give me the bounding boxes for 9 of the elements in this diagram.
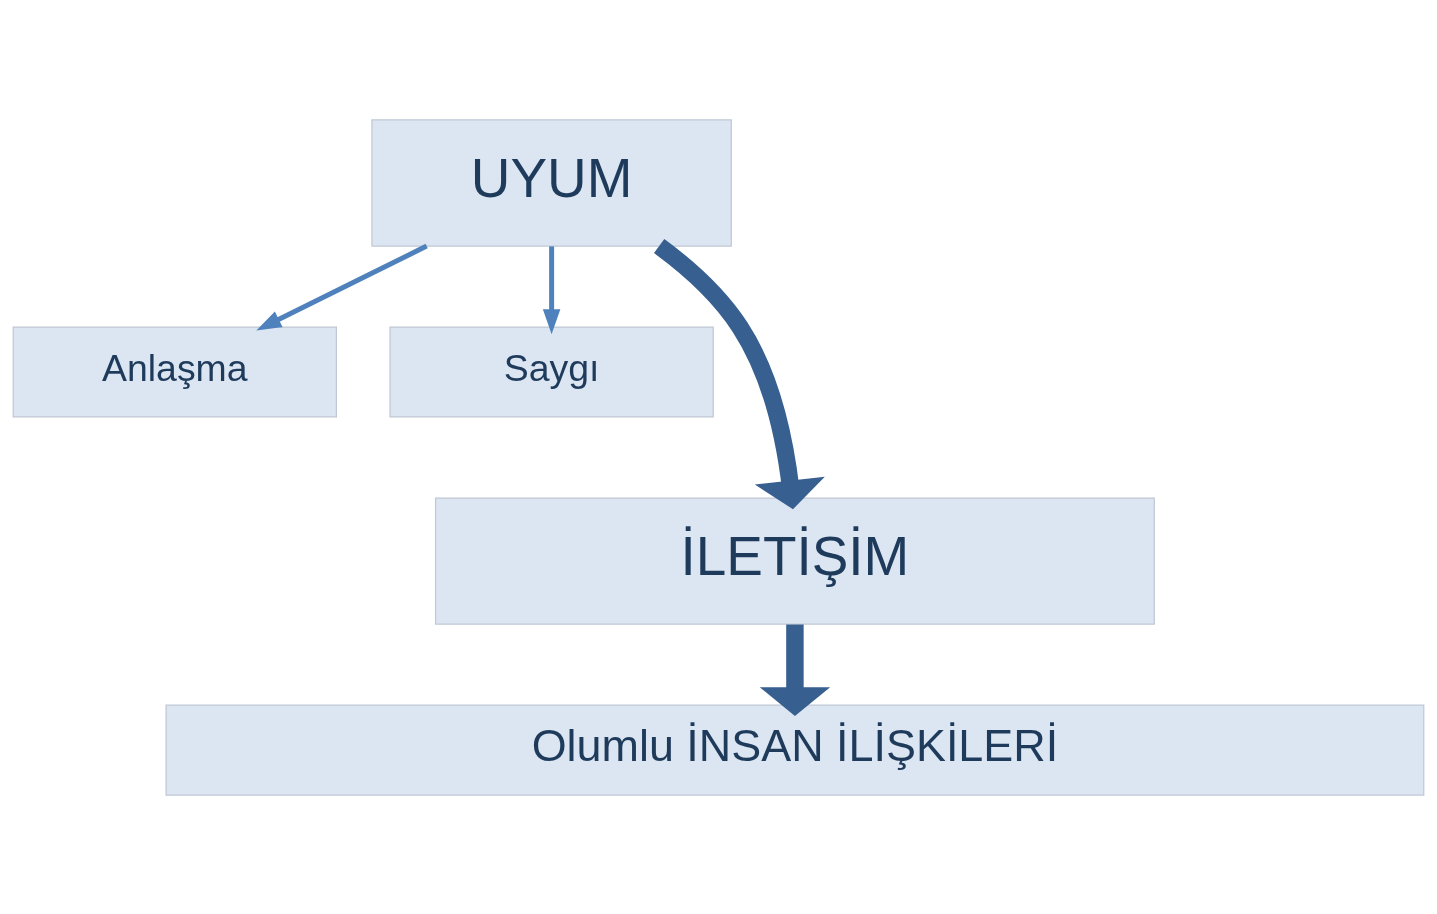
node-box: UYUM <box>371 118 732 247</box>
node-box: Anlaşma <box>12 326 337 418</box>
node-box: İLETİŞİM <box>434 496 1155 625</box>
node-box: Olumlu İNSAN İLİŞKİLERİ <box>165 704 1425 796</box>
arrow <box>653 238 825 509</box>
arrow <box>759 623 831 716</box>
arrow <box>256 243 428 330</box>
node-box: Saygı <box>389 326 714 418</box>
arrow <box>542 245 561 334</box>
